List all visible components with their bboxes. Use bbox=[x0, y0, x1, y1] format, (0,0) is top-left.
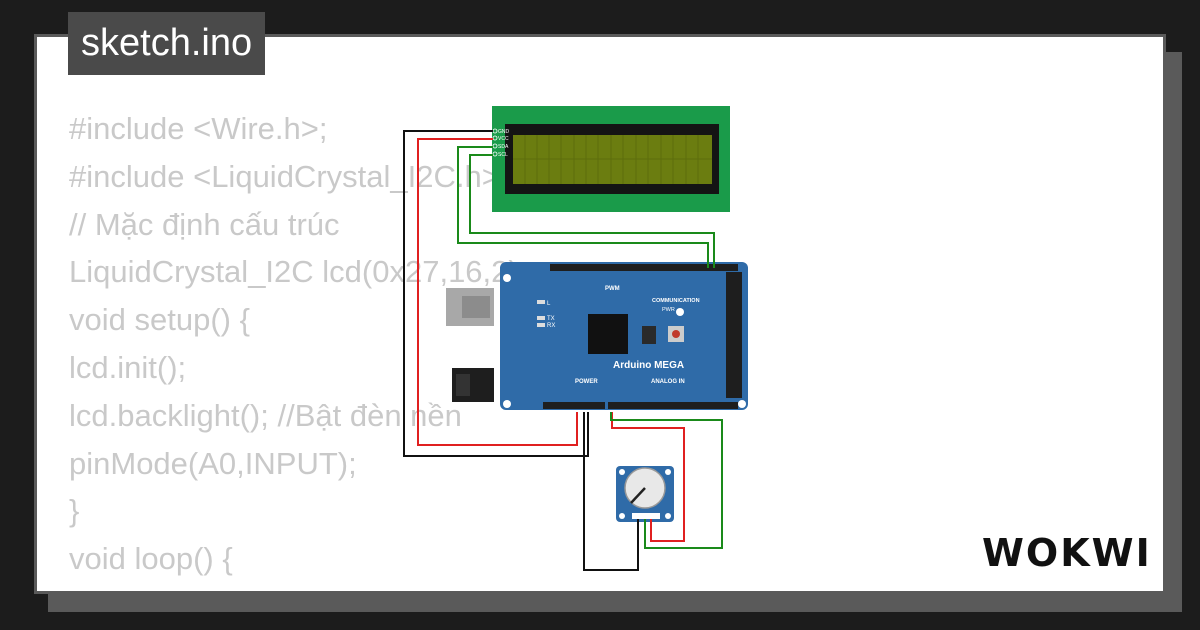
wire-sda-lcd bbox=[457, 146, 709, 268]
wire-signal-pot bbox=[610, 412, 723, 549]
label-communication: COMMUNICATION bbox=[652, 298, 700, 304]
wire-vcc-lcd bbox=[417, 138, 578, 446]
wire-gnd-lcd bbox=[403, 130, 589, 457]
lcd-char-grid bbox=[513, 135, 712, 184]
mounting-hole bbox=[676, 308, 684, 316]
logo-text: WOKWI bbox=[982, 531, 1150, 575]
code-line: // Mặc định cấu trúc bbox=[69, 206, 340, 242]
code-line: void loop() { bbox=[69, 541, 233, 577]
mounting-hole bbox=[738, 400, 746, 408]
label-pwr: PWR bbox=[662, 307, 675, 313]
lcd-pin-sda: SDA bbox=[498, 144, 509, 150]
file-title: sketch.ino bbox=[68, 12, 266, 75]
lcd-pin-scl: SCL bbox=[498, 152, 508, 158]
icsp-header bbox=[642, 326, 656, 344]
mcu-chip bbox=[588, 314, 628, 354]
code-line: #include <LiquidCrystal_I2C.h> bbox=[69, 158, 500, 194]
lcd-pin-vcc: VCC bbox=[498, 136, 509, 142]
label-pwm: PWM bbox=[605, 286, 620, 292]
side-header bbox=[726, 272, 742, 398]
code-line: } bbox=[69, 493, 80, 529]
label-power: POWER bbox=[575, 379, 598, 385]
mounting-hole bbox=[503, 274, 511, 282]
led-l bbox=[537, 300, 545, 304]
led-rx bbox=[537, 323, 545, 327]
code-line: #include <Wire.h>; bbox=[69, 111, 328, 146]
code-listing: #include <Wire.h>; #include <LiquidCryst… bbox=[69, 105, 528, 591]
board-name: Arduino MEGA bbox=[613, 360, 684, 371]
code-line: pinMode(A0,INPUT); bbox=[69, 445, 357, 481]
wire-gnd-pot bbox=[583, 412, 639, 571]
potentiometer bbox=[616, 466, 674, 522]
wire-scl-lcd bbox=[469, 154, 715, 268]
code-line: void setup() { bbox=[69, 302, 250, 338]
wire-vcc-pot bbox=[611, 412, 685, 542]
digital-header bbox=[550, 264, 738, 271]
label-analog-in: ANALOG IN bbox=[651, 379, 685, 385]
pot-pins bbox=[632, 513, 660, 519]
code-line: lcd.backlight(); //Bật đèn nền bbox=[69, 397, 462, 433]
code-line: LiquidCrystal_I2C lcd(0x27,16,2); bbox=[69, 254, 528, 290]
label-rx: RX bbox=[547, 323, 555, 329]
wokwi-logo: WOKWI bbox=[982, 531, 1150, 575]
arduino-mega-board: L TX RX PWM COMMUNICATION PWR Arduino ME… bbox=[446, 262, 748, 410]
lcd-module: GND VCC SDA SCL bbox=[492, 106, 730, 212]
led-tx bbox=[537, 316, 545, 320]
wires bbox=[403, 130, 723, 571]
label-l: L bbox=[547, 301, 551, 307]
code-line: lcd.init(); bbox=[69, 349, 187, 385]
power-header bbox=[543, 402, 605, 409]
lcd-pin-gnd: GND bbox=[498, 129, 510, 135]
mounting-hole bbox=[503, 400, 511, 408]
label-tx: TX bbox=[547, 316, 555, 322]
analog-header bbox=[608, 402, 738, 409]
code-line: ADC_value = analogRead(A0); bbox=[69, 583, 527, 591]
